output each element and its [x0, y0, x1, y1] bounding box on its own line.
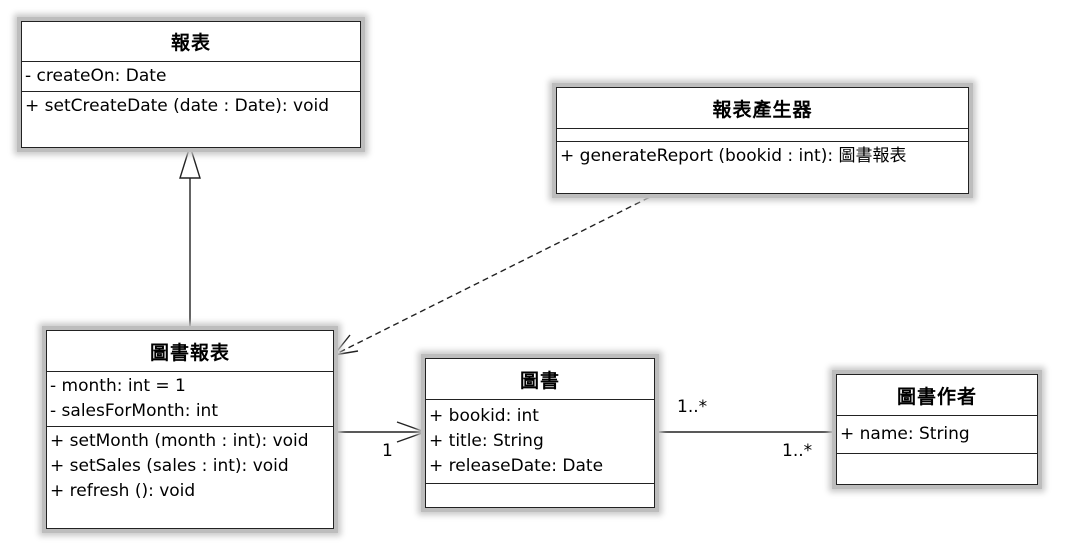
class-report[interactable]: 報表 - createOn: Date + setCreateDate (dat…	[21, 21, 361, 148]
class-report-name: 報表	[22, 22, 360, 62]
operation-row: + generateReport (bookid : int): 圖書報表	[560, 146, 907, 166]
multiplicity-label: 1..*	[782, 441, 813, 461]
class-report-operations: + setCreateDate (date : Date): void	[22, 92, 360, 147]
class-book-operations	[426, 484, 654, 507]
class-book-author-operations	[837, 454, 1037, 484]
operation-row: + refresh (): void	[50, 481, 196, 501]
dependency-arrowhead	[332, 334, 359, 356]
class-report-attributes: - createOn: Date	[22, 62, 360, 92]
class-report-generator-attributes	[557, 129, 968, 142]
multiplicity-label: 1..*	[677, 397, 708, 417]
class-book-report-operations: + setMonth (month : int): void + setSale…	[47, 427, 333, 528]
class-book-name: 圖書	[426, 359, 654, 400]
class-book-author-attributes: + name: String	[837, 416, 1037, 454]
class-report-generator-operations: + generateReport (bookid : int): 圖書報表	[557, 142, 968, 193]
dependency-line	[333, 192, 659, 356]
class-book-author-name: 圖書作者	[837, 375, 1037, 416]
attribute-row: + releaseDate: Date	[429, 456, 604, 476]
class-book-report[interactable]: 圖書報表 - month: int = 1 - salesForMonth: i…	[46, 330, 334, 529]
attribute-row: + title: String	[429, 431, 544, 451]
class-book-report-name: 圖書報表	[47, 331, 333, 372]
class-book[interactable]: 圖書 + bookid: int + title: String + relea…	[425, 358, 655, 508]
multiplicity-label: 1	[382, 441, 393, 461]
class-book-attributes: + bookid: int + title: String + releaseD…	[426, 400, 654, 484]
attribute-row: - month: int = 1	[50, 376, 186, 396]
operation-row: + setMonth (month : int): void	[50, 431, 309, 451]
class-report-generator[interactable]: 報表產生器 + generateReport (bookid : int): 圖…	[556, 87, 969, 194]
class-book-author[interactable]: 圖書作者 + name: String	[836, 374, 1038, 485]
class-report-generator-name: 報表產生器	[557, 88, 968, 129]
attribute-row: - salesForMonth: int	[50, 401, 218, 421]
attribute-row: + name: String	[840, 424, 970, 444]
generalization-arrowhead	[179, 143, 201, 179]
operation-row: + setSales (sales : int): void	[50, 456, 289, 476]
class-book-report-attributes: - month: int = 1 - salesForMonth: int	[47, 372, 333, 427]
attribute-row: + bookid: int	[429, 406, 539, 426]
attribute-row: - createOn: Date	[25, 66, 167, 86]
operation-row: + setCreateDate (date : Date): void	[25, 96, 330, 116]
